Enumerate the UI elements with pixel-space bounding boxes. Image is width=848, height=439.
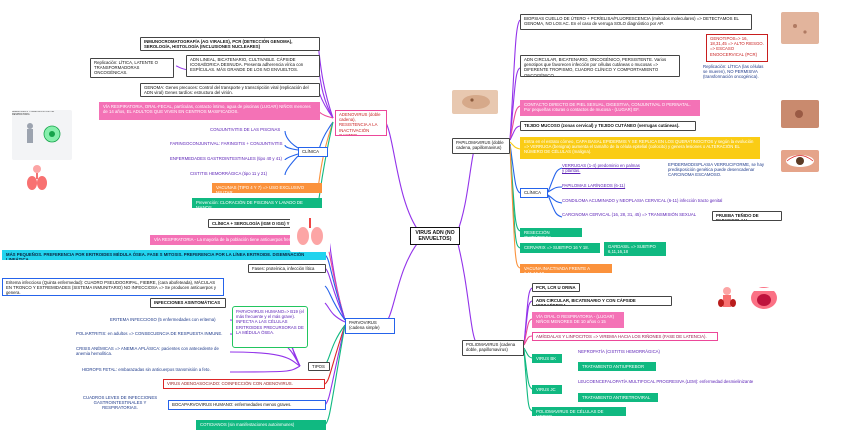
parvo-eritema-infeccioso[interactable]: Eritema infeccioso (Quinta enfermedad): …: [2, 278, 224, 296]
throat-image: [749, 283, 779, 313]
polio-adn[interactable]: ADN CIRCULAR, BICATENARIO Y CON CÁPSIDE …: [532, 296, 672, 306]
poliomavirus-node[interactable]: POLIOMAVIRUS (cadena doble, papillomavir…: [462, 340, 524, 356]
papiloma-cervarix[interactable]: CERVARIX => SUBTIPO 16 Y 18.: [520, 243, 600, 253]
central-topic[interactable]: VIRUS ADN (NO ENVUELTOS): [410, 227, 460, 245]
adeno-vacunas[interactable]: VACUNAS (TIPO 4 Y 7) => USO EXCLUSIVO MI…: [212, 183, 322, 193]
parvo-cotidianos[interactable]: COTIDIANOS (sin manifestaciones autoinmu…: [196, 420, 326, 430]
papiloma-gardasil[interactable]: GARDASIL => SUBTIPO 6,11,16,18: [604, 242, 666, 256]
parvo-parvovirus-humano[interactable]: PARVOVIRUS HUMANO=> B19 (el más frecuent…: [232, 306, 308, 348]
adeno-via-respiratoria[interactable]: VÍA RESPIRATORIA, ORAL-FECAL, partículas…: [99, 102, 320, 120]
adenovirus-figure-caption: ADENOVIRUS Y INFECCIÓN POR VÍA RESPIRATO…: [12, 111, 55, 116]
adeno-adn[interactable]: ADN LINEAL, BICATENARIO, CULTIVABLE. CÁP…: [186, 55, 320, 77]
parvo-tipos-label[interactable]: TIPOS: [308, 362, 330, 371]
papiloma-genotipos[interactable]: GENOTIPOS=> 16, 18,31,45 => ALTO RIESGO.…: [706, 34, 768, 62]
adenovirus-node[interactable]: ADENOVIRUS (doble cadena), RESISTENCIA A…: [335, 110, 387, 136]
adenovirus-title: ADENOVIRUS (doble cadena), RESISTENCIA A…: [339, 112, 381, 136]
parvo-b19-text: PARVOVIRUS HUMANO=> B19 (el más frecuent…: [236, 309, 304, 335]
parvovirus-node[interactable]: PARVOVIRUS (cadena simple): [345, 318, 395, 334]
papiloma-biopsias-text: BIOPSIAS CUELLO DE ÚTERO + PCR/ELISA/FLU…: [524, 16, 739, 27]
papiloma-clinica-1[interactable]: VERRUGAS (1-4) predominio en palmas y pl…: [562, 163, 640, 174]
parvo-cuadros-leves[interactable]: CUADROS LEVES DE INFECCIONES GASTROINTES…: [82, 395, 158, 411]
adeno-clinica-4[interactable]: CISTITIS HEMORRÁGICA (tipo 11 y 21): [190, 171, 268, 176]
hand-wart-image: [452, 90, 498, 114]
papiloma-epidermodisplasia[interactable]: EPIDERMODISPLASIA VERRUCIFORME, se hay p…: [668, 162, 764, 176]
papiloma-papanicolau[interactable]: PRUEBA TEÑIDO DE PAPANICOLAU: [712, 211, 782, 221]
adeno-replicacion[interactable]: Replicación: LÍTICA, LATENTE O TRANSFORM…: [90, 58, 174, 78]
parvo-tipo-1[interactable]: ERITEMA INFECCIOSO (5 enfermedades con e…: [110, 317, 216, 322]
adenovirus-diagram-image: [12, 110, 72, 160]
papiloma-reseccion[interactable]: RESECCIÓN QUIRÚRGICA: [520, 228, 582, 237]
polio-via[interactable]: VÍA ORAL O RESPIRATORIA - (LUGAR) NIÑOS …: [532, 312, 624, 328]
papiloma-adn[interactable]: ADN CIRCULAR, BICATENARIO, ONCOGÉNICO, P…: [520, 55, 680, 77]
parvo-fases[interactable]: Fases: proteínica, infección lítica: [248, 264, 326, 273]
parvo-tipo-2[interactable]: POLIARTRITIS: en adultos => CONSECUENCIA…: [76, 331, 223, 336]
adeno-prevencion[interactable]: Prevención: CLORACIÓN DE PISCINAS Y LAVA…: [192, 198, 322, 208]
parvo-infecciones-asintomaticas[interactable]: INFECCIONES ASINTOMÁTICAS: [150, 298, 226, 308]
polio-bk-tratamiento[interactable]: TRATAMIENTO ANTIUPREBOR: [578, 362, 656, 371]
papiloma-biopsias[interactable]: BIOPSIAS CUELLO DE ÚTERO + PCR/ELISA/FLU…: [520, 14, 752, 30]
papiloma-clinica-label[interactable]: CLÍNICA: [520, 188, 548, 198]
papiloma-clinica-3[interactable]: CONDILOMA ACUMINADO y NEOPLASIA CERVICAL…: [562, 198, 723, 203]
polio-merkel[interactable]: POLIOMAVIRUS DE CÉLULAS DE MERKEL: [532, 407, 626, 416]
polio-jc-label[interactable]: VIRUS JC: [532, 385, 562, 394]
papiloma-contacto[interactable]: CONTACTO DIRECTO DE PIEL SEXUAL, DIGESTI…: [520, 100, 700, 116]
lungs-image: [22, 163, 52, 193]
polio-bk-nefropatia[interactable]: NEFROPATÍA (CISTITIS HEMORRÁGICA): [578, 349, 660, 354]
papiloma-clinica-4[interactable]: CARCINOMA CERVICAL (16, 28, 31, 45) => T…: [562, 212, 697, 217]
eye-image: [781, 150, 819, 172]
polio-pcr[interactable]: PCR, LCR U ORINA: [532, 283, 580, 292]
parvo-adenoasociado[interactable]: VIRUS ADENOASOCIADO: COINFECCIÓN CON ADE…: [163, 379, 325, 389]
parvo-mas-pequenos[interactable]: MÁS PEQUEÑOS. PREFERENCIA POR ERITROIDES…: [2, 250, 326, 260]
adeno-clinica-1[interactable]: CONJUNTIVITIS DE LAS PISCINAS: [210, 127, 281, 132]
polio-jc-leuco[interactable]: LEUCOENCEFALOPATÍA MULTIFOCAL PROGRESIVA…: [578, 379, 754, 384]
parvo-tipo-4[interactable]: HIDROPS FETAL: embarazadas sin anticuerp…: [82, 367, 211, 372]
polio-amigdalas[interactable]: AMÍGDALAS Y LINFOCITOS => VIREMIA HACIA …: [532, 332, 718, 341]
papilomavirus-node[interactable]: PAPILOMAVIRUS (doble cadena, papillomavi…: [452, 138, 510, 154]
adeno-genoma[interactable]: GENOMA: Genes precoces: Control del tran…: [140, 83, 320, 97]
adeno-clinica-2[interactable]: FARINGOCONJUNTIVAL: FARINGITIS + CONJUNT…: [170, 141, 283, 146]
polio-bk-label[interactable]: VIRUS BK: [532, 354, 562, 363]
adeno-clinica-3[interactable]: ENFERMEDADES GASTROINTESTINALES (tipo 40…: [170, 156, 282, 161]
papiloma-clinica-2[interactable]: PAPILOMAS LARÍNGEOS (6-11): [562, 183, 626, 188]
papilomavirus-title: PAPILOMAVIRUS (doble cadena, papillomavi…: [456, 140, 504, 151]
papiloma-tejido[interactable]: TEJIDO MUCOSO (zonas cervical) y TEJIDO …: [520, 121, 696, 131]
parvo-tipo-3[interactable]: CRISIS ANÉMICAS => ANEMIA APLÁSICA: paci…: [76, 346, 219, 357]
parvo-via-respiratoria[interactable]: VÍA RESPIRATORIA - La mayoría de la pobl…: [150, 235, 326, 245]
papiloma-vacuna-inactivada[interactable]: VACUNA INACTIVADA FRENTE A 6,11,16,18: [520, 264, 612, 273]
skin-image: [781, 12, 819, 44]
papiloma-replicacion[interactable]: Replicación: LÍTICA (las células se muer…: [703, 64, 764, 80]
kidney-image: [710, 283, 744, 317]
parvo-bocaparvovirus[interactable]: BOCAPARVOVIRUS HUMANO: enfermedades meno…: [168, 400, 326, 410]
adeno-clinica-label[interactable]: CLÍNICA: [298, 147, 328, 157]
poliomavirus-title: POLIOMAVIRUS (cadena doble, papillomavir…: [466, 342, 516, 353]
skin-lesion-image: [781, 100, 819, 128]
respiratory-system-image: [290, 212, 330, 252]
adeno-diagnostico[interactable]: INMUNOCROMATOGRAFÍA (AG VIRALES), PCR (D…: [140, 37, 320, 51]
polio-jc-tratamiento[interactable]: TRATAMIENTO ANTIRETROVIRAL: [578, 393, 658, 402]
papiloma-lesion[interactable]: Entra en el estrato córneo, CAPA BASAL E…: [520, 137, 760, 159]
